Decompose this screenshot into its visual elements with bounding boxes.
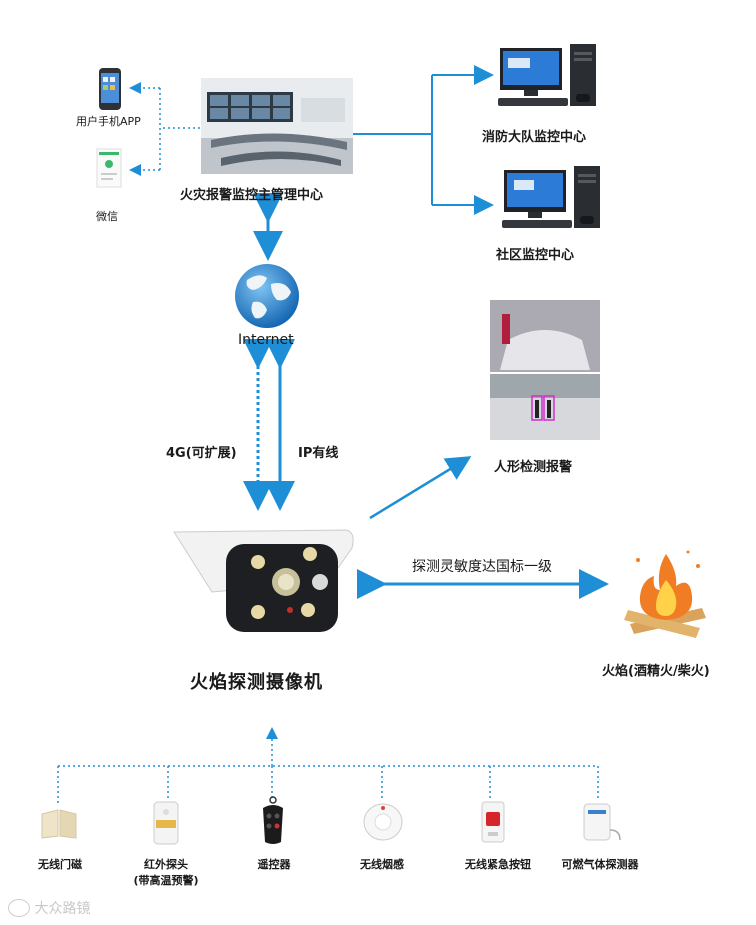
- watermark: 大众路镜: [8, 898, 90, 918]
- sensor-label-4: 无线烟感: [360, 858, 404, 871]
- internet-label: Internet: [238, 332, 294, 348]
- sensitivity-label: 探测灵敏度达国标一级: [412, 559, 552, 575]
- watermark-logo: [8, 899, 30, 917]
- flame-camera-image: [168, 522, 356, 640]
- community-label: 社区监控中心: [496, 248, 575, 263]
- flame-label: 火焰(酒精火/柴火): [602, 664, 710, 679]
- community-computer-icon: [500, 166, 610, 234]
- sensor-label-5: 无线紧急按钮: [465, 858, 531, 871]
- flame-icon: [620, 546, 712, 642]
- smoke-detector-icon: [362, 802, 404, 842]
- wechat-label: 微信: [96, 210, 118, 223]
- fire-brigade-computer-icon: [496, 42, 606, 112]
- gas-detector-icon: [580, 800, 624, 844]
- human-detection-image: [490, 300, 600, 440]
- door-sensor-icon: [40, 808, 78, 840]
- sensor-label-1: 无线门磁: [38, 858, 82, 871]
- pir-sensor-icon: [150, 800, 182, 846]
- sensor-label-6: 可燃气体探测器: [561, 858, 639, 871]
- globe-icon: [233, 262, 301, 330]
- remote-control-icon: [260, 796, 286, 846]
- camera-label: 火焰探测摄像机: [190, 672, 323, 693]
- link-ip-label: IP有线: [298, 446, 339, 461]
- sensor-label-3: 遥控器: [257, 858, 291, 871]
- center-to-app-dotted: [129, 82, 200, 176]
- human-detection-label: 人形检测报警: [494, 460, 573, 475]
- fire-brigade-label: 消防大队监控中心: [482, 130, 587, 145]
- watermark-text: 大众路镜: [34, 901, 91, 917]
- sensor-label-2: 红外探头: [144, 858, 188, 871]
- emergency-button-icon: [480, 800, 506, 844]
- sensor-bus-dotted: [57, 727, 599, 805]
- center-to-stations-arrows: [352, 65, 494, 215]
- link-4g-label: 4G(可扩展): [166, 446, 237, 461]
- control-room-image: [201, 78, 353, 174]
- control-center-label: 火灾报警监控主管理中心: [180, 188, 324, 203]
- wechat-screen-icon: [96, 148, 122, 188]
- phone-app-label: 用户手机APP: [76, 115, 141, 128]
- sensor-sublabel-2: (带高温预警): [133, 874, 199, 887]
- phone-icon: [98, 67, 122, 111]
- camera-to-human-arrow: [369, 456, 472, 520]
